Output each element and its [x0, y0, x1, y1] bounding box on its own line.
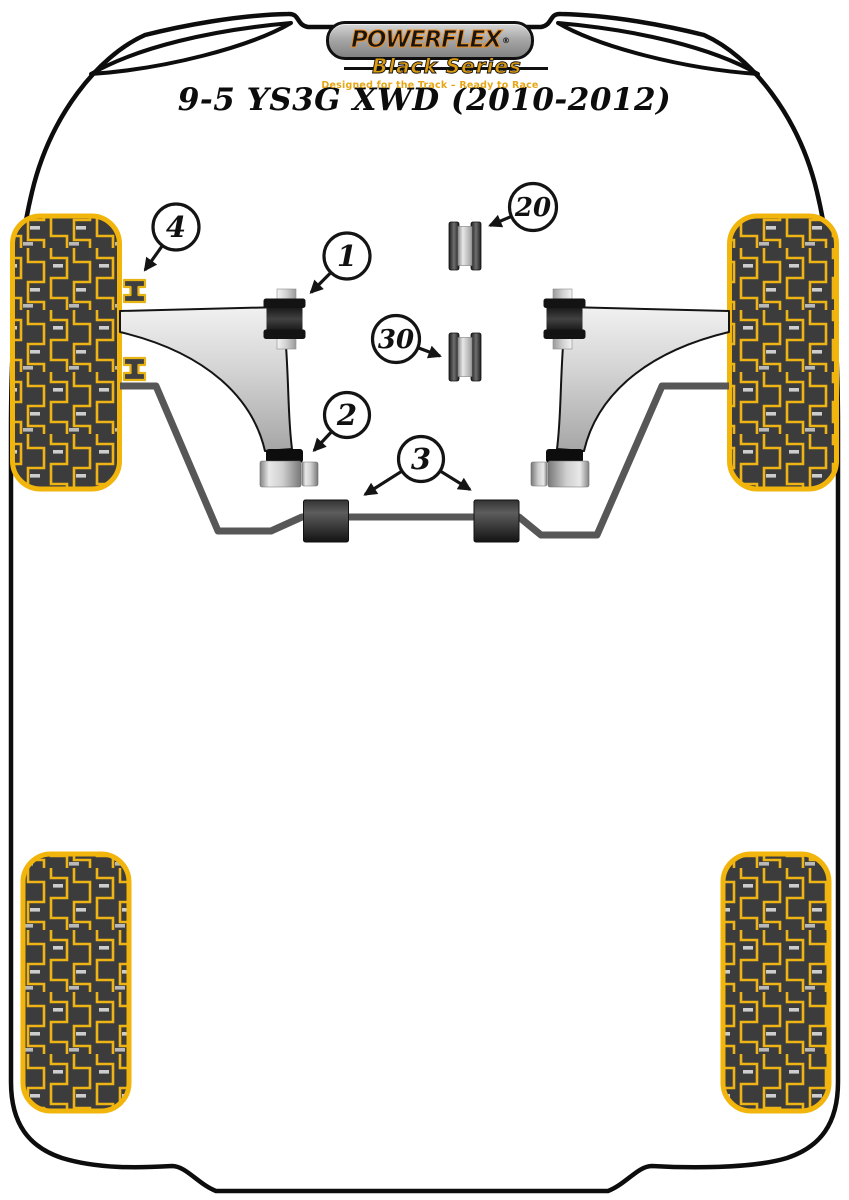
series-wordmark: Black Series [372, 54, 522, 78]
callout-1: 1 [309, 231, 372, 294]
callout-2-number: 2 [336, 398, 357, 432]
powerflex-logo: POWERFLEX® Black Series Designed for the… [318, 21, 548, 91]
registered-mark-icon: ® [502, 35, 510, 45]
tire-rear-left [20, 851, 132, 1114]
anti-roll-bar [120, 382, 729, 539]
callout-20: 20 [488, 181, 559, 233]
logo-strike-line [344, 67, 548, 70]
page-title: 9-5 YS3G XWD (2010-2012) [177, 82, 672, 118]
headlight-left-icon [89, 21, 293, 76]
callout-2: 2 [312, 390, 372, 452]
callout-30-number: 30 [378, 325, 414, 355]
callout-4-number: 4 [166, 210, 186, 244]
spool-bushing-30 [448, 332, 482, 382]
tire-front-right [727, 213, 839, 492]
logo-pill: POWERFLEX® [326, 21, 534, 60]
car-body-outline [8, 11, 841, 1194]
callout-3: 3 [363, 434, 472, 496]
callout-1-number: 1 [337, 239, 357, 273]
callout-30: 30 [370, 313, 442, 365]
link-bushing-lower [122, 356, 147, 382]
headlight-right-icon [556, 21, 760, 76]
arb-bushing-left [303, 499, 349, 543]
callout-20-number: 20 [514, 193, 551, 223]
link-bushing-upper [122, 278, 147, 304]
arb-bushing-right [473, 499, 520, 543]
logo-series-row: Black Series [318, 54, 548, 79]
callout-3-number: 3 [411, 442, 431, 476]
spool-bushing-20 [448, 221, 482, 271]
tire-front-left [10, 213, 122, 492]
callout-4: 4 [143, 202, 201, 272]
tire-rear-right [720, 851, 832, 1114]
logo-tagline: Designed for the Track – Ready to Race [321, 80, 539, 91]
brand-wordmark: POWERFLEX [350, 27, 502, 53]
